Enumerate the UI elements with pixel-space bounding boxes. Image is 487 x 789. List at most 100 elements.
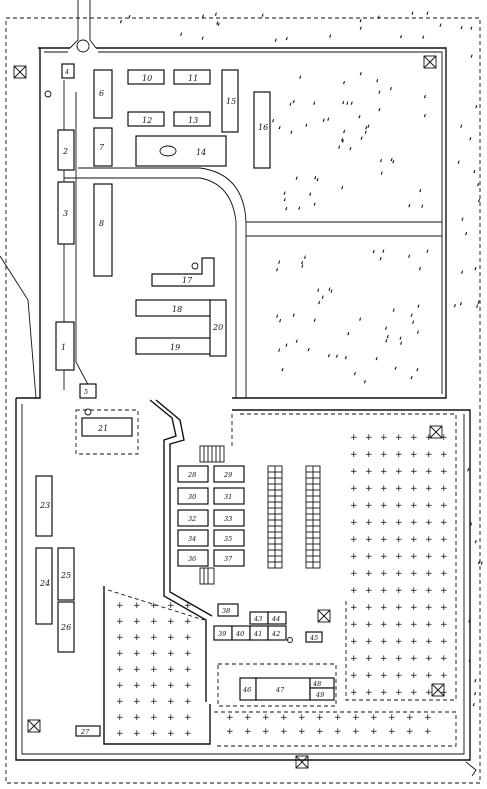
label-18: 18	[172, 305, 182, 314]
grave-cross-icon: +	[116, 601, 124, 611]
grave-cross-icon: +	[395, 569, 403, 579]
well-marker	[44, 90, 52, 98]
watchtower-icon	[317, 609, 331, 623]
label-48: 48	[312, 680, 321, 688]
grave-cross-icon: +	[184, 601, 192, 611]
label-25: 25	[60, 571, 71, 580]
tree-icon: ⸲	[386, 325, 389, 340]
watchtower-icon	[431, 683, 445, 697]
grave-cross-icon: +	[410, 620, 418, 630]
grave-cross-icon: +	[350, 518, 358, 528]
tree-icon: ⸲	[201, 27, 204, 42]
tree-icon: ⸲	[179, 23, 182, 38]
grave-cross-icon: +	[440, 433, 448, 443]
grave-cross-icon: +	[410, 637, 418, 647]
grave-cross-icon: +	[262, 727, 270, 737]
tree-icon: ⸲	[381, 240, 384, 255]
grave-cross-icon: +	[425, 569, 433, 579]
tree-icon: ⸲	[410, 367, 413, 382]
tree-icon: ⸲	[384, 330, 387, 345]
grave-cross-icon: +	[167, 681, 175, 691]
tree-icon: ⸲	[378, 81, 381, 96]
watchtower-icon	[27, 719, 41, 733]
grave-cross-icon: +	[167, 729, 175, 739]
label-15: 15	[226, 97, 236, 106]
camp-fence-lower-inner	[21, 404, 465, 755]
tree-icon: ⸲	[366, 115, 369, 130]
building-14	[135, 135, 227, 167]
label-44: 44	[271, 615, 280, 623]
tree-icon: ⸲	[275, 259, 278, 274]
grave-cross-icon: +	[365, 688, 373, 698]
tree-icon: ⸲	[312, 92, 315, 107]
grave-cross-icon: +	[380, 671, 388, 681]
building-1	[55, 321, 75, 371]
building-26	[57, 601, 75, 653]
grave-cross-icon: +	[150, 729, 158, 739]
building-3	[57, 181, 75, 245]
tree-icon: ⸲	[313, 166, 316, 181]
grave-cross-icon: +	[388, 713, 396, 723]
grave-cross-icon: +	[380, 620, 388, 630]
grave-cross-icon: +	[370, 713, 378, 723]
grave-cross-icon: +	[440, 620, 448, 630]
grave-cross-icon: +	[395, 671, 403, 681]
label-28: 28	[187, 471, 196, 479]
tree-icon: ⸲	[322, 109, 325, 124]
grave-cross-icon: +	[440, 450, 448, 460]
grave-cross-icon: +	[184, 649, 192, 659]
tree-icon: ⸲	[350, 92, 353, 107]
grave-cross-icon: +	[380, 637, 388, 647]
building-45	[305, 631, 323, 643]
tree-icon: ⸲	[474, 96, 477, 111]
grave-cross-icon: +	[410, 501, 418, 511]
grave-cross-icon: +	[184, 729, 192, 739]
grave-cross-icon: +	[280, 713, 288, 723]
label-23: 23	[39, 501, 50, 510]
grave-cross-icon: +	[365, 433, 373, 443]
tree-icon: ⸲	[278, 117, 281, 132]
grave-cross-icon: +	[395, 654, 403, 664]
grave-cross-icon: +	[350, 637, 358, 647]
tree-icon: ⸲	[328, 278, 331, 293]
tree-icon: ⸲	[327, 345, 330, 360]
forest: ⸲⸲⸲⸲⸲⸲⸲⸲⸲⸲⸲⸲⸲⸲⸲⸲⸲⸲⸲⸲⸲⸲⸲⸲⸲⸲⸲⸲⸲⸲⸲⸲⸲⸲⸲⸲⸲⸲⸲⸲…	[119, 2, 483, 709]
label-17: 17	[182, 276, 193, 285]
tree-icon: ⸲	[278, 310, 281, 325]
grave-cross-icon: +	[425, 518, 433, 528]
grave-cross-icon: +	[280, 727, 288, 737]
grave-cross-icon: +	[167, 601, 175, 611]
tree-icon: ⸲	[342, 72, 345, 87]
tree-icon: ⸲	[326, 108, 329, 123]
lower-yard	[107, 589, 205, 621]
building-17	[151, 257, 215, 287]
tree-icon: ⸲	[316, 279, 319, 294]
label-6: 6	[99, 89, 104, 98]
grave-cross-icon: +	[350, 569, 358, 579]
building-22	[75, 409, 139, 455]
well-marker-2	[191, 262, 199, 270]
tree-icon: ⸲	[466, 458, 469, 473]
grave-cross-icon: +	[116, 729, 124, 739]
tree-icon: ⸲	[474, 257, 477, 272]
tree-icon: ⸲	[277, 339, 280, 354]
tree-icon: ⸲	[284, 334, 287, 349]
grave-cross-icon: +	[410, 433, 418, 443]
grave-cross-icon: +	[425, 433, 433, 443]
grave-cross-icon: +	[133, 681, 141, 691]
label-10: 10	[142, 74, 152, 83]
building-6	[93, 69, 113, 119]
label-47: 47	[275, 686, 285, 694]
grave-cross-icon: +	[150, 665, 158, 675]
tree-icon: ⸲	[317, 291, 320, 306]
label-27: 27	[80, 728, 90, 736]
well-marker-4	[287, 637, 293, 643]
grave-cross-icon: +	[365, 569, 373, 579]
grave-cross-icon: +	[116, 681, 124, 691]
building-12	[127, 111, 165, 127]
grave-cross-icon: +	[440, 586, 448, 596]
tree-icon: ⸲	[467, 609, 470, 624]
grave-cross-icon: +	[410, 467, 418, 477]
label-45: 45	[309, 634, 318, 642]
tree-icon: ⸲	[391, 150, 394, 165]
